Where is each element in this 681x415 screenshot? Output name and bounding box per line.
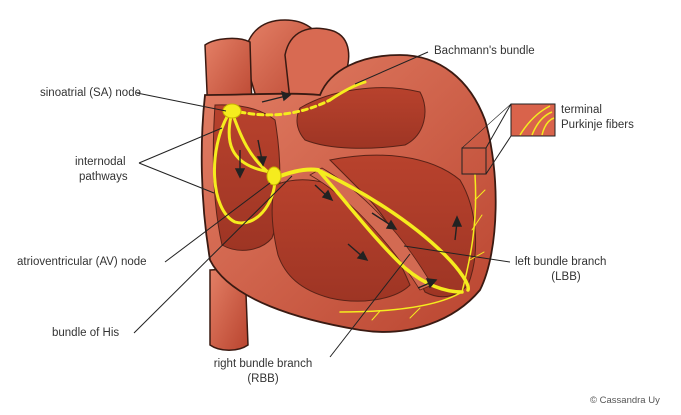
purkinje-inset-box — [510, 103, 556, 137]
purkinje-fiber — [371, 310, 381, 321]
leader-bachmann — [354, 51, 429, 85]
internodal-pathway-posterior — [213, 113, 277, 225]
purkinje-inset-fibers — [519, 105, 555, 136]
purkinje-inset-source-box — [461, 147, 487, 175]
label-purkinje-line1: terminal — [561, 104, 602, 116]
label-bachmanns-bundle: Bachmann's bundle — [434, 45, 535, 57]
leader-lbb — [403, 245, 511, 263]
internodal-pathway-anterior — [227, 110, 272, 174]
credit-text: © Cassandra Uy — [590, 395, 660, 406]
label-internodal-line1: internodal — [75, 156, 126, 168]
label-av-node: atrioventricular (AV) node — [17, 256, 147, 268]
label-internodal-line2: pathways — [79, 171, 128, 183]
av-node — [266, 166, 282, 186]
purkinje-inset — [461, 103, 556, 175]
label-bundle-of-his: bundle of His — [52, 327, 120, 339]
leader-av-node — [164, 182, 271, 263]
leader-his — [133, 175, 293, 334]
leader-lines — [133, 51, 511, 358]
label-lbb-line1: left bundle branch — [515, 256, 607, 268]
bachmanns-bundle-path — [238, 98, 332, 117]
label-lbb-line2: (LBB) — [551, 271, 581, 283]
left-atrium — [296, 87, 426, 149]
label-sa-node: sinoatrial (SA) node — [40, 87, 141, 99]
internodal-pathway-middle — [230, 110, 274, 177]
conduction-system — [213, 80, 486, 321]
label-rbb-line1: right bundle branch — [213, 358, 313, 370]
purkinje-fiber — [471, 214, 483, 231]
leader-internodal-1 — [138, 127, 223, 164]
purkinje-fiber — [474, 189, 486, 201]
bachmanns-bundle-solid — [328, 80, 367, 102]
leader-rbb — [329, 253, 411, 358]
purkinje-fiber — [409, 307, 421, 319]
leader-internodal-2 — [138, 162, 215, 194]
label-rbb-line2: (RBB) — [247, 373, 279, 385]
sa-node — [222, 103, 242, 119]
purkinje-fiber — [339, 291, 463, 313]
purkinje-fiber — [469, 251, 485, 261]
leader-sa-node — [136, 92, 227, 112]
purkinje-fiber — [461, 174, 477, 293]
label-purkinje-line2: Purkinje fibers — [561, 119, 634, 131]
impulse-arrows — [234, 90, 463, 289]
right-bundle-branch-path — [316, 168, 464, 294]
